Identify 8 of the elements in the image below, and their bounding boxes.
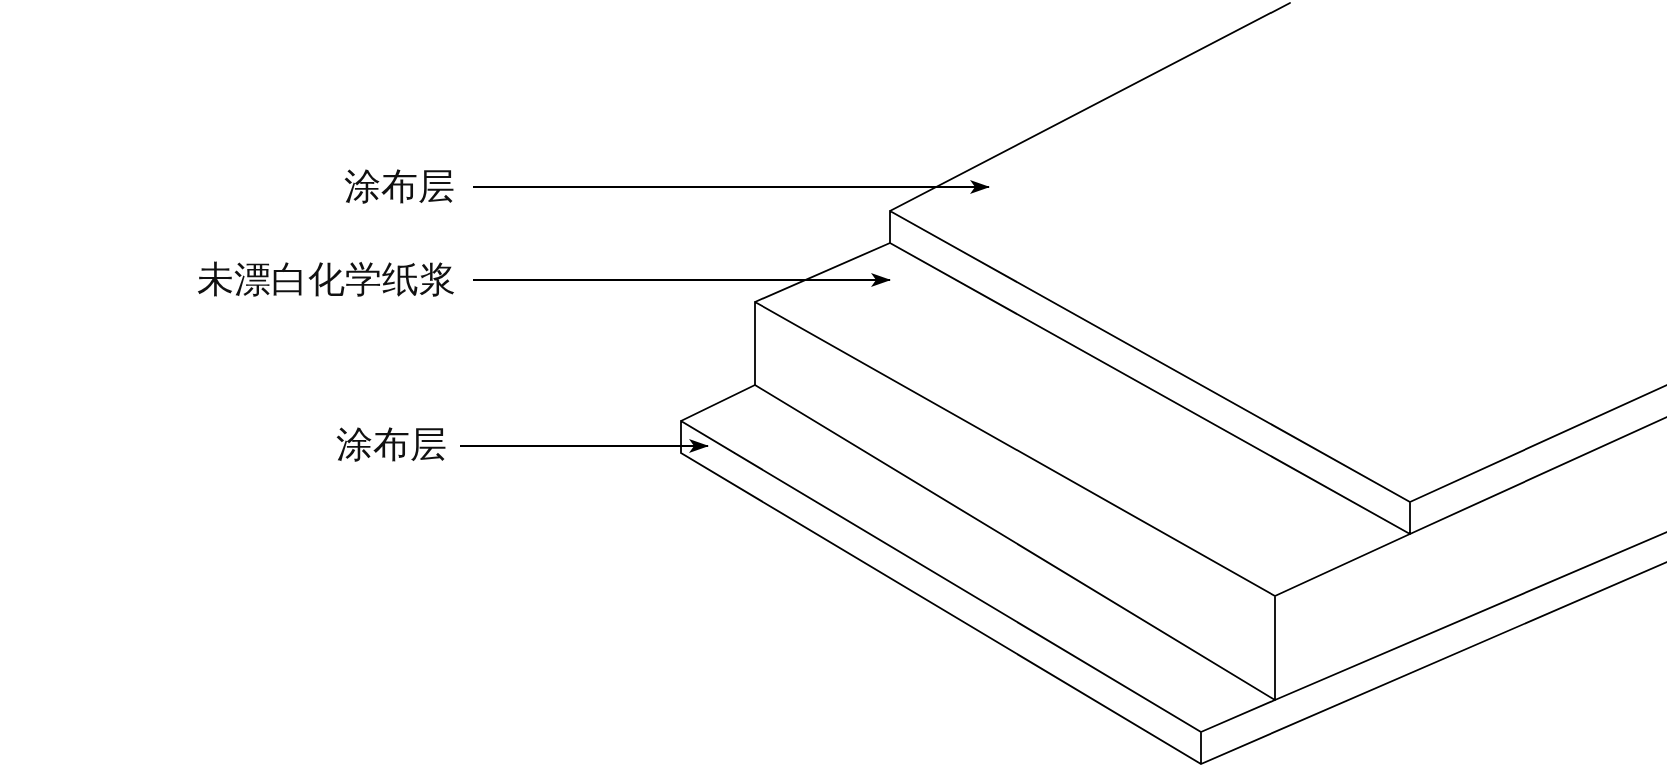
leader-arrow [459, 439, 709, 453]
leader-arrow [472, 273, 891, 287]
layer-slab [889, 2, 1667, 535]
layer-label: 未漂白化学纸浆 [197, 258, 456, 302]
layer-label: 涂布层 [336, 423, 447, 467]
layer-slab [680, 384, 1667, 765]
layer-slab [754, 242, 1667, 701]
layer-label: 涂布层 [344, 165, 455, 209]
